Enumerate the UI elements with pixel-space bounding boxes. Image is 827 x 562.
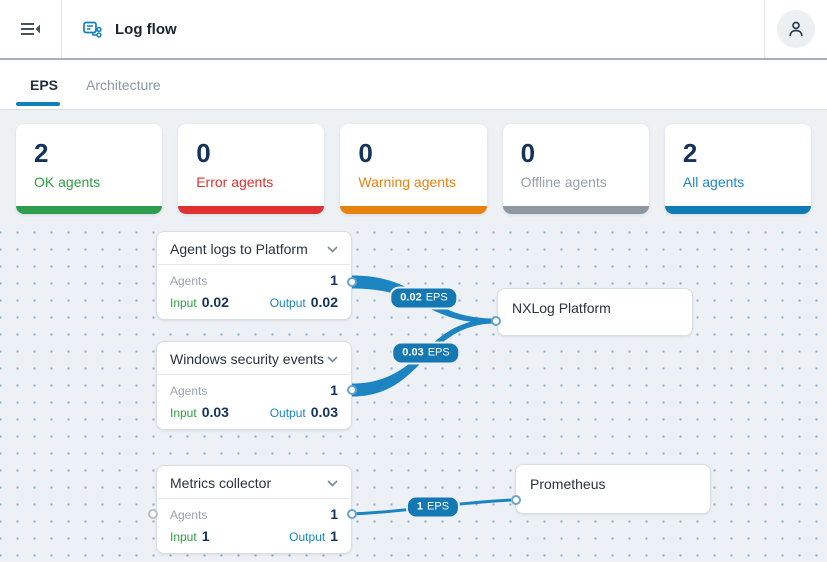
eps-value: 0.02 <box>400 291 422 304</box>
flow-node-prometheus[interactable]: Prometheus <box>515 464 711 514</box>
chevron-down-icon[interactable] <box>327 245 338 253</box>
node-title: Windows security events <box>170 351 325 367</box>
all-agents-label: All agents <box>682 173 745 190</box>
tab-eps-label: EPS <box>30 76 59 93</box>
top-bar-right <box>764 0 827 58</box>
error-agents-label: Error agents <box>196 173 274 190</box>
eps-value: 0.03 <box>402 346 424 359</box>
warning-agents-count: 0 <box>358 138 373 168</box>
node-title: Metrics collector <box>170 475 272 491</box>
input-label: Input <box>170 406 197 420</box>
warning-status-bar <box>340 206 487 214</box>
all-agents-count: 2 <box>682 138 698 168</box>
output-label: Output <box>269 296 306 310</box>
offline-agents-count: 0 <box>520 138 536 168</box>
input-eps-value: 0.03 <box>201 404 229 420</box>
offline-status-bar <box>502 206 649 214</box>
stat-card-ok-agents[interactable]: 2 OK agents <box>16 124 163 214</box>
agents-label: Agents <box>170 508 208 522</box>
agents-count: 1 <box>330 272 338 288</box>
offline-agents-label: Offline agents <box>520 173 607 190</box>
input-eps-value: 0.02 <box>201 294 229 310</box>
page-title-area: Log flow <box>62 0 764 58</box>
chevron-down-icon[interactable] <box>327 479 338 487</box>
log-flow-canvas[interactable]: Agent logs to Platform Agents 1 Input 0.… <box>0 218 827 562</box>
page-title: Log flow <box>115 20 177 38</box>
collapse-menu-icon <box>21 23 40 35</box>
eps-unit: EPS <box>427 500 450 513</box>
agents-count: 1 <box>330 382 338 398</box>
stat-card-error-agents[interactable]: 0 Error agents <box>178 124 325 214</box>
node-title: NXLog Platform <box>512 300 611 316</box>
person-icon <box>789 21 803 37</box>
divider <box>158 498 350 499</box>
eps-unit: EPS <box>427 346 450 359</box>
error-agents-count: 0 <box>196 138 211 168</box>
input-port-nxlog-platform[interactable] <box>491 316 501 326</box>
input-port-metrics-collector[interactable] <box>148 509 158 519</box>
tab-bar: EPS Architecture <box>0 60 827 110</box>
flow-node-windows-security-events[interactable]: Windows security events Agents 1 Input 0… <box>156 341 352 430</box>
agents-label: Agents <box>170 274 208 288</box>
output-port-agent-logs[interactable] <box>347 277 357 287</box>
eps-value: 1 <box>416 500 424 513</box>
ok-status-bar <box>16 206 163 214</box>
node-title: Agent logs to Platform <box>170 241 308 257</box>
input-eps-value: 1 <box>201 528 210 544</box>
flow-node-nxlog-platform[interactable]: NXLog Platform <box>497 288 693 336</box>
error-status-bar <box>178 206 325 214</box>
input-label: Input <box>170 296 197 310</box>
collapse-sidebar-button[interactable] <box>0 0 62 58</box>
chevron-down-icon[interactable] <box>327 355 338 363</box>
output-eps-value: 1 <box>330 528 338 544</box>
user-menu-button[interactable] <box>777 10 815 48</box>
ok-agents-count: 2 <box>34 138 49 168</box>
output-label: Output <box>289 530 326 544</box>
output-eps-value: 0.02 <box>310 294 338 310</box>
tab-architecture[interactable]: Architecture <box>72 60 175 109</box>
agent-stats-row: 2 OK agents 0 Error agents 0 Warning age… <box>0 110 827 218</box>
flow-node-agent-logs-to-platform[interactable]: Agent logs to Platform Agents 1 Input 0.… <box>156 231 352 320</box>
divider <box>158 264 350 265</box>
divider <box>158 374 350 375</box>
ok-agents-label: OK agents <box>34 173 101 190</box>
flow-node-metrics-collector[interactable]: Metrics collector Agents 1 Input 1 Outpu… <box>156 465 352 554</box>
eps-unit: EPS <box>425 291 448 304</box>
agents-count: 1 <box>330 506 338 522</box>
agents-label: Agents <box>170 384 208 398</box>
active-tab-underline <box>16 102 61 106</box>
tab-eps[interactable]: EPS <box>16 60 72 109</box>
output-eps-value: 0.03 <box>310 404 338 420</box>
output-port-windows-security[interactable] <box>347 385 357 395</box>
top-bar: Log flow <box>0 0 827 60</box>
warning-agents-label: Warning agents <box>358 173 456 190</box>
node-title: Prometheus <box>530 476 606 492</box>
stat-card-warning-agents[interactable]: 0 Warning agents <box>340 124 487 214</box>
tab-architecture-label: Architecture <box>86 76 161 93</box>
stat-card-all-agents[interactable]: 2 All agents <box>664 124 812 214</box>
log-flow-icon <box>83 21 102 38</box>
input-port-prometheus[interactable] <box>511 495 521 505</box>
all-status-bar <box>664 206 812 214</box>
output-port-metrics-collector[interactable] <box>347 509 357 519</box>
input-label: Input <box>170 530 197 544</box>
output-label: Output <box>269 406 306 420</box>
stat-card-offline-agents[interactable]: 0 Offline agents <box>502 124 649 214</box>
